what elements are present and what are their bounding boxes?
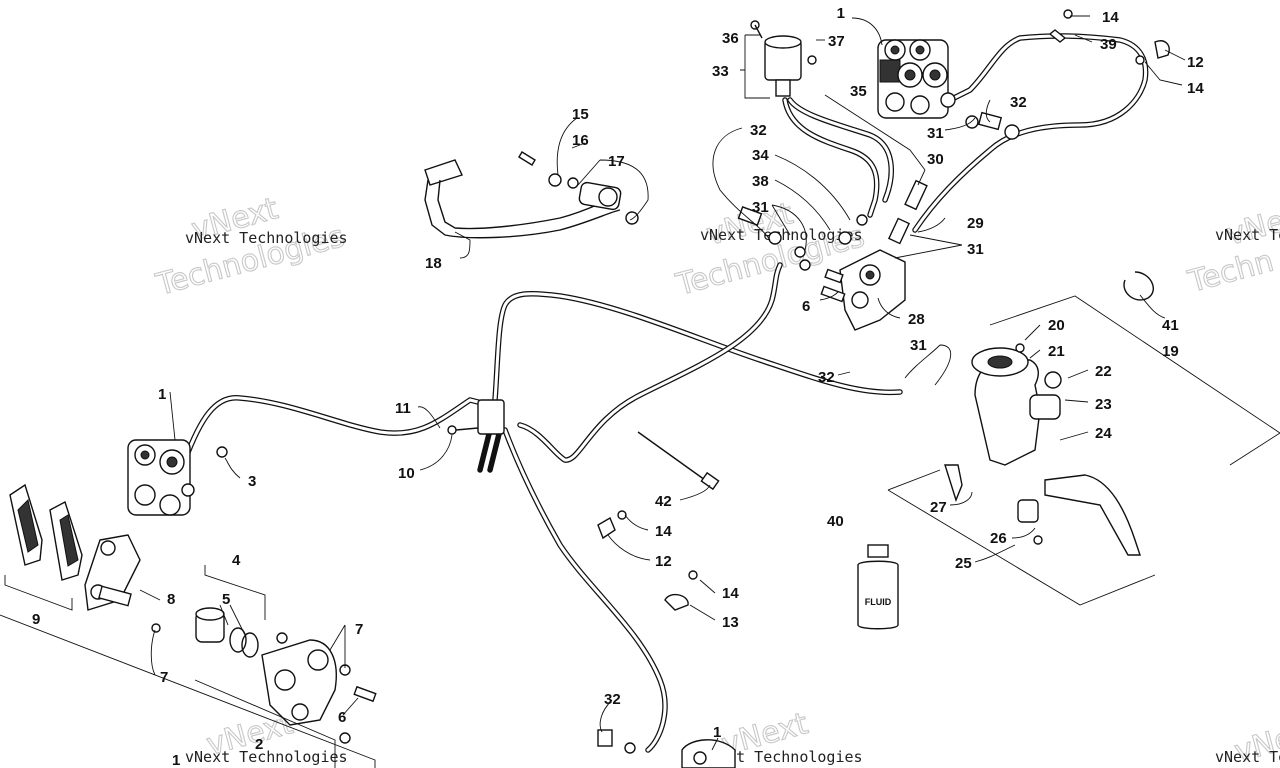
watermark-small-4: vNext Technologies — [185, 748, 348, 766]
callout-1-top: 1 — [837, 5, 845, 22]
callout-6-lower: 6 — [338, 709, 346, 726]
watermark-small-6: vNext Te — [1215, 748, 1280, 766]
callout-12-center: 12 — [655, 553, 672, 570]
callout-31-mid: 31 — [752, 199, 769, 216]
brake-fluid-bottle: FLUID — [857, 544, 899, 630]
callout-41: 41 — [1162, 317, 1179, 334]
callout-40: 40 — [827, 513, 844, 530]
callout-26: 26 — [990, 530, 1007, 547]
clamps-center — [597, 510, 698, 611]
hose-junction — [447, 399, 505, 435]
callout-33: 33 — [712, 63, 729, 80]
callout-7-left: 7 — [160, 669, 168, 686]
callout-14-lower: 14 — [722, 585, 739, 602]
watermark-big-3b: Techn — [1184, 244, 1277, 300]
callout-4: 4 — [232, 552, 241, 569]
watermark-small-2: vNext Technologies — [700, 226, 863, 244]
callout-18: 18 — [425, 255, 442, 272]
callout-28: 28 — [908, 311, 925, 328]
callout-31-top: 31 — [927, 125, 944, 142]
callout-36: 36 — [722, 30, 739, 47]
callout-11: 11 — [395, 400, 411, 417]
callout-6-top: 6 — [802, 298, 810, 315]
watermark-small-3: vNext Te — [1215, 226, 1280, 244]
callout-25: 25 — [955, 555, 972, 572]
callout-31-right: 31 — [967, 241, 984, 258]
callout-37: 37 — [828, 33, 845, 50]
callout-10: 10 — [398, 465, 415, 482]
callout-9: 9 — [32, 611, 40, 628]
callout-32-bottom: 32 — [604, 691, 621, 708]
callout-2: 2 — [255, 736, 263, 753]
callout-5: 5 — [222, 591, 230, 608]
hose-left-front — [182, 395, 493, 463]
callout-23: 23 — [1095, 396, 1112, 413]
callout-8: 8 — [167, 591, 175, 608]
callout-15: 15 — [572, 106, 589, 123]
hose-junction-legs — [477, 427, 503, 473]
caliper-left — [127, 439, 228, 516]
callout-32-mid: 32 — [750, 122, 767, 139]
bottle-label: FLUID — [865, 597, 892, 607]
callout-42: 42 — [655, 493, 672, 510]
callout-24: 24 — [1095, 425, 1112, 442]
callout-14-top: 14 — [1102, 9, 1119, 26]
callout-14-right: 14 — [1187, 80, 1204, 97]
brake-pads — [9, 483, 83, 581]
caliper-bottom-partial — [597, 729, 736, 768]
callout-numbers: 1 14 36 37 39 33 12 14 35 32 15 16 32 31… — [32, 5, 1204, 768]
watermark-big-3a: vNext — [1223, 196, 1280, 253]
callout-19: 19 — [1162, 343, 1179, 360]
callout-22: 22 — [1095, 363, 1112, 380]
callout-17: 17 — [608, 153, 625, 170]
brake-hoses — [182, 33, 1149, 753]
callout-16: 16 — [572, 132, 589, 149]
retaining-ring — [1123, 271, 1154, 301]
callout-31-lower: 31 — [910, 337, 927, 354]
callout-14-center: 14 — [655, 523, 672, 540]
caliper-left-housing — [261, 632, 377, 744]
master-cylinder — [820, 179, 928, 331]
caliper-bracket — [84, 534, 141, 611]
brake-pedal — [424, 151, 639, 239]
leader-lines — [0, 15, 1280, 768]
callout-1-bottom: 1 — [713, 724, 721, 741]
callout-13: 13 — [722, 614, 739, 631]
callout-12-top: 12 — [1187, 54, 1204, 71]
callout-34: 34 — [752, 147, 769, 164]
callout-1-left: 1 — [158, 386, 166, 403]
callout-32-lower: 32 — [818, 369, 835, 386]
callout-27: 27 — [930, 499, 947, 516]
callout-38: 38 — [752, 173, 769, 190]
fluid-reservoir — [750, 20, 817, 97]
watermark-small-5: vNext Technologies — [700, 748, 863, 766]
callout-30: 30 — [927, 151, 944, 168]
hose-rear — [502, 427, 668, 753]
caliper-top — [877, 39, 949, 119]
hose-top-right — [912, 33, 1149, 233]
callout-3: 3 — [248, 473, 256, 490]
piston-kit — [151, 607, 259, 658]
banjo-top-right — [940, 92, 1020, 140]
bleeder-tube — [637, 431, 720, 491]
callout-39: 39 — [1100, 36, 1117, 53]
callout-1-bottom-left: 1 — [172, 752, 180, 768]
callout-20: 20 — [1048, 317, 1065, 334]
handlebar-master-cylinder — [944, 343, 1141, 556]
clamps-top — [1048, 9, 1170, 65]
callout-21: 21 — [1048, 343, 1065, 360]
callout-29: 29 — [967, 215, 984, 232]
callout-35: 35 — [850, 83, 867, 100]
callout-7-right: 7 — [355, 621, 363, 638]
callout-32-top: 32 — [1010, 94, 1027, 111]
watermark-small-1: vNext Technologies — [185, 229, 348, 247]
